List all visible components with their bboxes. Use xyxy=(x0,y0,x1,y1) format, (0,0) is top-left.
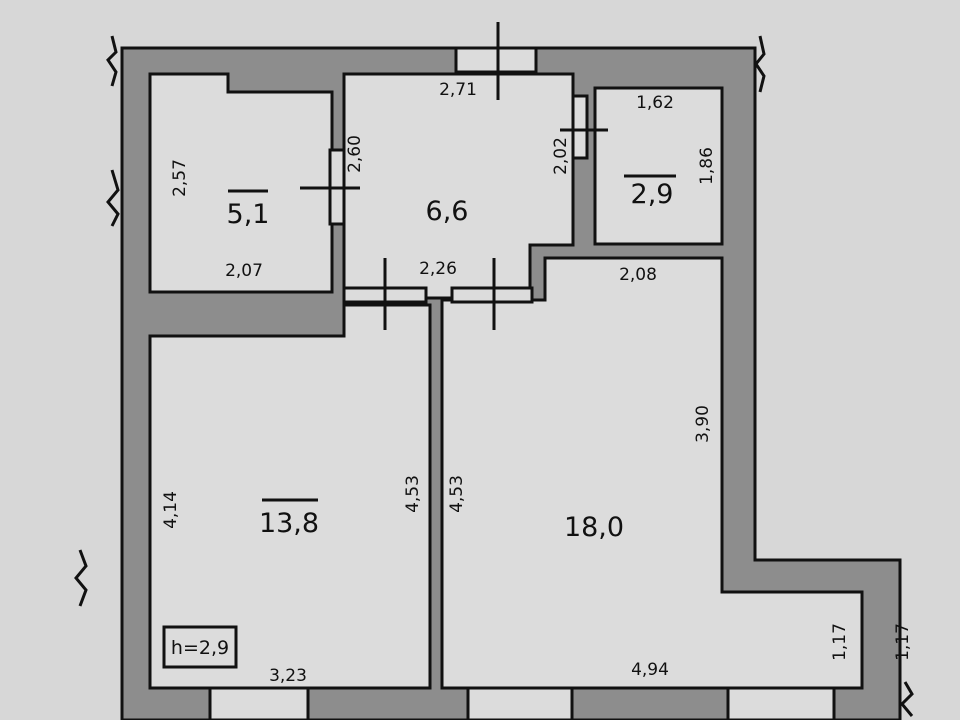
area-label: 18,0 xyxy=(564,512,624,543)
window-bottom-right xyxy=(726,686,836,720)
dim-label: 2,08 xyxy=(619,265,657,285)
dim-label: 4,53 xyxy=(447,475,467,513)
ceiling-height-box: h=2,9 xyxy=(162,625,238,669)
window-bottom-mid xyxy=(466,686,574,720)
openings xyxy=(208,22,836,720)
break-top-right xyxy=(754,35,766,93)
area-label: 13,8 xyxy=(259,508,319,539)
dim-label: 4,53 xyxy=(403,475,423,513)
break-left-low xyxy=(74,549,88,607)
room-small-right xyxy=(593,86,724,246)
break-top-left xyxy=(106,35,118,87)
room-left-large xyxy=(148,303,432,690)
room-small-left xyxy=(148,72,334,294)
area-label: 6,6 xyxy=(426,196,469,227)
window-bottom-left xyxy=(208,686,310,720)
dim-label: 4,14 xyxy=(161,491,181,529)
dim-label: 2,02 xyxy=(551,137,571,175)
dim-label: 2,71 xyxy=(439,80,477,100)
door-hall-right-large xyxy=(450,286,534,304)
room-right-large xyxy=(440,256,864,690)
dim-label: 2,57 xyxy=(170,159,190,197)
dim-label: 3,90 xyxy=(693,405,713,443)
dim-label: 2,60 xyxy=(345,135,365,173)
break-marks xyxy=(74,35,914,717)
dim-label: 1,17 xyxy=(830,623,850,661)
rooms xyxy=(148,72,864,690)
ceiling-height-frame xyxy=(162,625,238,669)
window-top xyxy=(454,46,538,74)
area-label: 2,9 xyxy=(631,179,674,210)
dim-label: 4,94 xyxy=(631,660,669,680)
area-label: 5,1 xyxy=(227,199,270,230)
break-left-mid xyxy=(106,169,120,227)
dimension-labels: 2,57 2,07 2,71 2,60 2,02 2,26 1,62 1,86 … xyxy=(161,80,913,686)
dim-label: 2,26 xyxy=(419,259,457,279)
dim-label: 1,86 xyxy=(697,147,717,185)
dim-label: 1,62 xyxy=(636,93,674,113)
ceiling-height-label: h=2,9 xyxy=(171,637,229,659)
dim-label: 3,23 xyxy=(269,666,307,686)
dim-label: 2,07 xyxy=(225,261,263,281)
door-right-hall xyxy=(571,94,589,160)
break-bottom-right xyxy=(899,681,914,717)
dim-label: 1,17 xyxy=(893,623,913,661)
area-labels: 5,1 6,6 2,9 13,8 18,0 xyxy=(227,174,676,543)
